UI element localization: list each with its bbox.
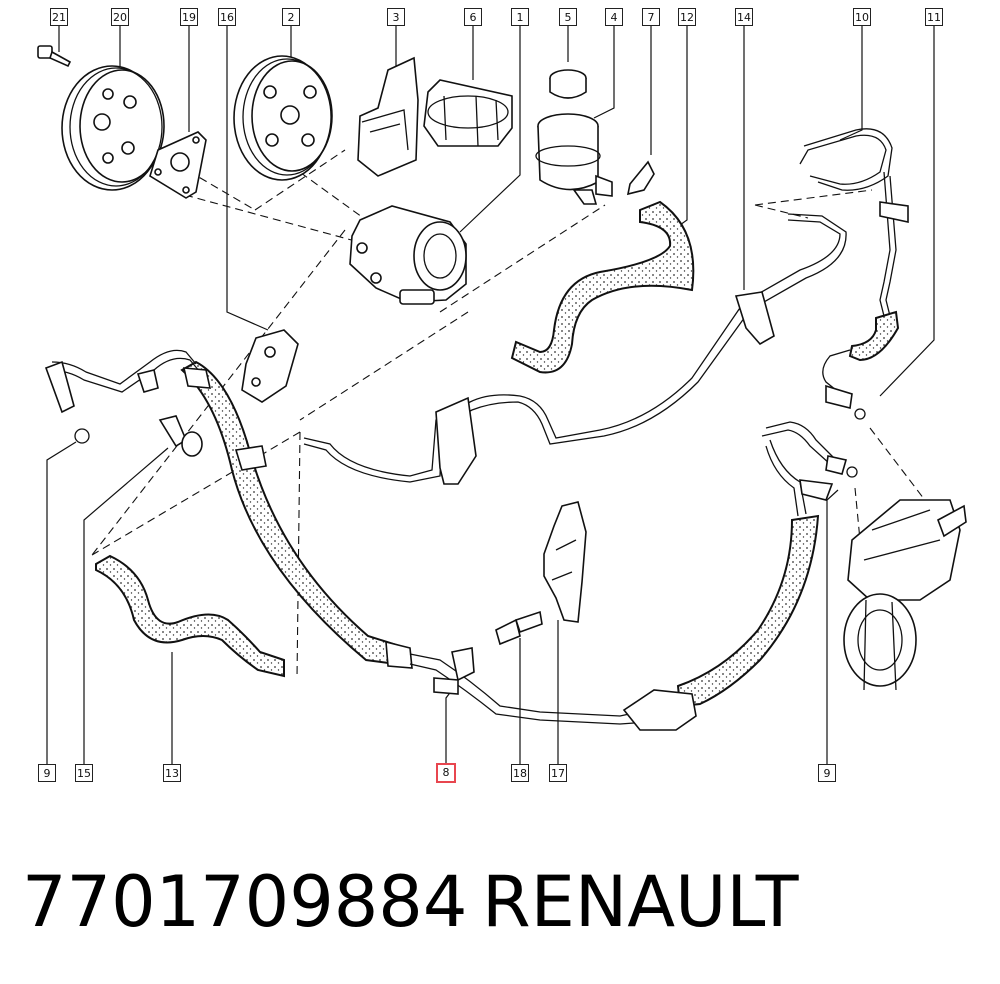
pulley-2 — [233, 55, 333, 181]
assembly-lines — [91, 124, 941, 679]
callout-15: 15 — [75, 764, 93, 782]
brand-name: RENAULT — [482, 861, 799, 943]
bolt-18 — [495, 610, 543, 646]
bracket-17 — [543, 501, 587, 623]
pipe-14 — [303, 213, 847, 485]
callout-18: 18 — [511, 764, 529, 782]
cap-5 — [549, 69, 587, 99]
callout-16: 16 — [218, 8, 236, 26]
callout-2: 2 — [282, 8, 300, 26]
callout-19: 19 — [180, 8, 198, 26]
union-15 — [158, 415, 203, 457]
reservoir-4 — [535, 113, 613, 205]
callout-9-right: 9 — [818, 764, 836, 782]
bracket-3 — [357, 56, 419, 177]
callout-14: 14 — [735, 8, 753, 26]
leader-lines — [46, 26, 935, 764]
callout-17: 17 — [549, 764, 567, 782]
callout-4: 4 — [605, 8, 623, 26]
clip-7 — [626, 160, 655, 196]
callout-5: 5 — [559, 8, 577, 26]
pipe-9-left — [44, 349, 212, 444]
callout-12: 12 — [678, 8, 696, 26]
hose-12 — [510, 200, 695, 374]
callout-11: 11 — [925, 8, 943, 26]
callout-7: 7 — [642, 8, 660, 26]
flange-19 — [149, 131, 207, 199]
steering-rack — [843, 499, 967, 691]
clamp-6 — [423, 79, 513, 147]
bolt-21 — [37, 45, 72, 68]
footer: 7701709884 RENAULT — [0, 862, 1000, 942]
callout-3: 3 — [387, 8, 405, 26]
pipe-9-right — [676, 421, 858, 708]
parts-diagram — [37, 26, 967, 764]
pulley-20 — [61, 65, 165, 191]
callout-13: 13 — [163, 764, 181, 782]
bracket-16 — [241, 329, 299, 403]
pipe-10 — [799, 128, 909, 420]
callout-6: 6 — [464, 8, 482, 26]
hose-13 — [95, 554, 285, 678]
callout-9-left: 9 — [38, 764, 56, 782]
callout-8-highlighted[interactable]: 8 — [436, 763, 456, 783]
callout-1: 1 — [511, 8, 529, 26]
callout-20: 20 — [111, 8, 129, 26]
pump-1 — [349, 205, 467, 305]
callout-10: 10 — [853, 8, 871, 26]
part-number: 7701709884 — [22, 861, 468, 943]
hose-8 — [180, 360, 697, 731]
callout-21: 21 — [50, 8, 68, 26]
